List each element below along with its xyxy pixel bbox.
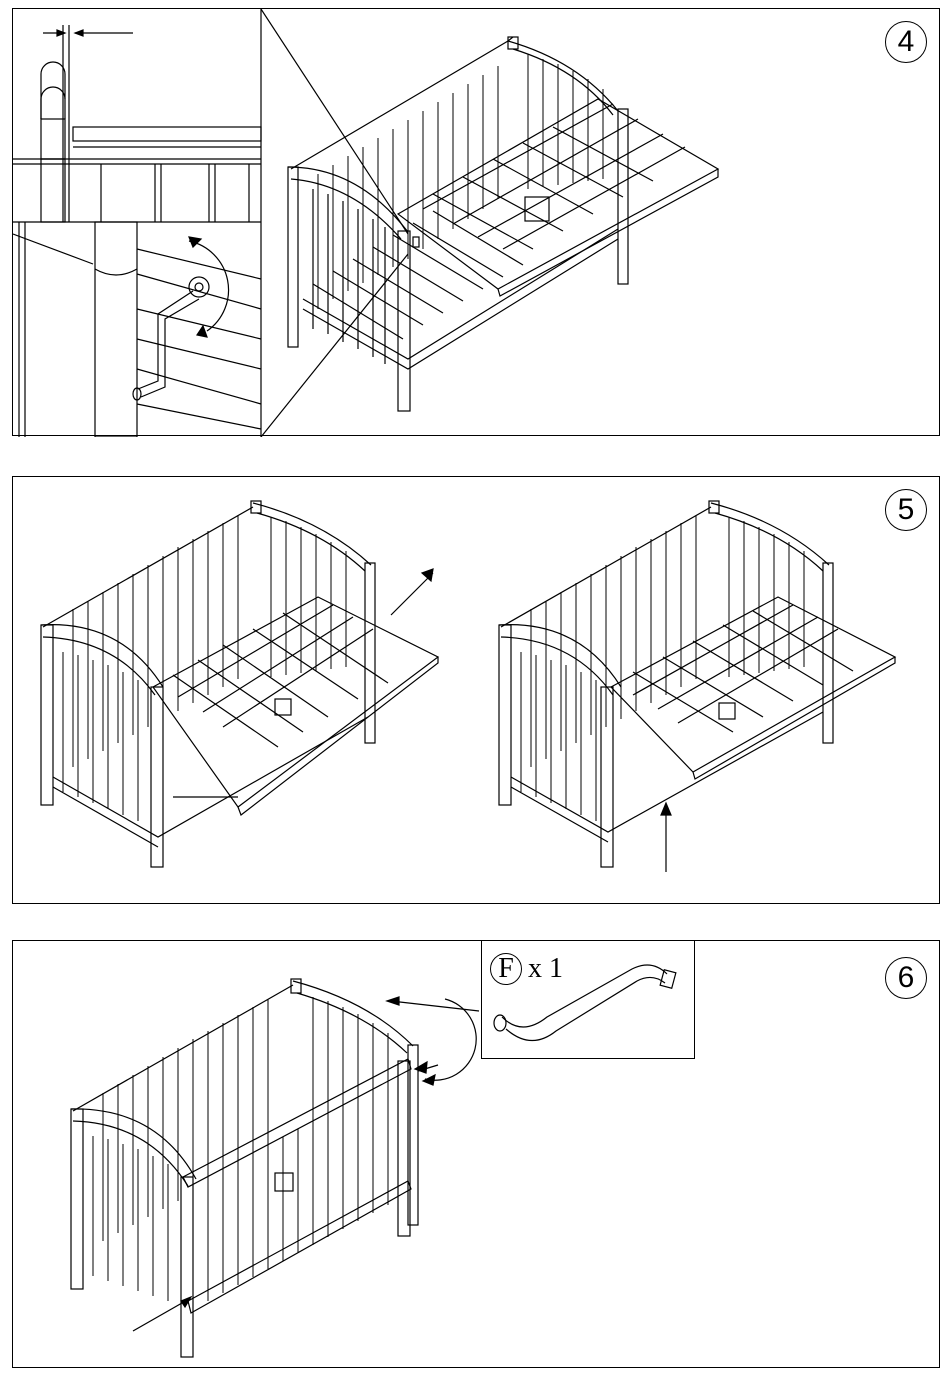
parts-callout: F x 1	[481, 941, 695, 1059]
crank-handle-icon	[482, 941, 696, 1059]
crib-front-drawing	[71, 979, 476, 1357]
step-5-panel: 5	[12, 476, 940, 904]
crib-drawing	[288, 37, 718, 411]
step-4-panel: 4	[12, 8, 940, 436]
detail-inset	[13, 9, 261, 437]
step-5-illustration	[13, 477, 941, 905]
step-6-panel: 6 F x 1	[12, 940, 940, 1368]
crib-left-drawing	[41, 501, 438, 867]
crib-right-drawing	[499, 501, 895, 872]
step-6-illustration	[13, 941, 941, 1369]
step-4-illustration	[13, 9, 941, 437]
step-6-number: 6	[885, 957, 927, 999]
